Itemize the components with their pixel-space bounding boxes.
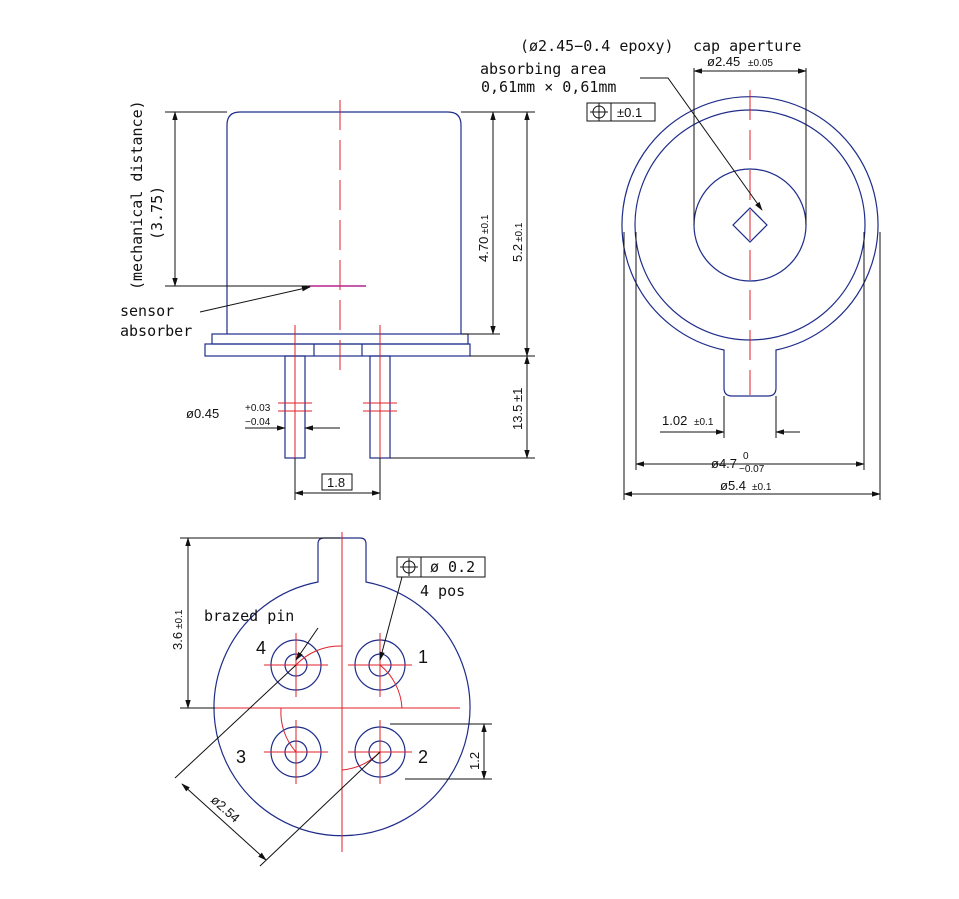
pin-spacing-box	[321, 473, 353, 491]
epoxy-note: (ø2.45−0.4 epoxy)	[520, 37, 674, 55]
positions-note: 4 pos	[420, 582, 465, 600]
mechanical-distance-label: (mechanical distance)	[128, 100, 146, 290]
position-tolerance-value: ±0.1	[617, 105, 642, 120]
cap-aperture-label: cap aperture	[693, 37, 801, 55]
base-header	[204, 343, 471, 357]
pin-diameter-value: ø0.45	[186, 406, 219, 421]
pitch-circle-dimension	[181, 783, 267, 861]
flange-diameter-tol: ±0.1	[752, 482, 772, 493]
aperture-tol: ±0.05	[748, 58, 773, 69]
cap-body	[226, 111, 462, 334]
brazed-pin-label: brazed pin	[204, 607, 294, 625]
base-height-tol: ±0.1	[174, 609, 185, 629]
bottom-view: 1 2 3 4 brazed pin ø 0.2 4 pos 3.6 ±0.1	[170, 532, 492, 867]
brazed-pin-leader	[295, 627, 319, 661]
pin-number-1: 1	[418, 647, 428, 667]
cap-diameter-tol-lower: −0.07	[739, 464, 765, 475]
tab-width-tol: ±0.1	[694, 417, 714, 428]
total-height-value: 5.2	[510, 244, 525, 262]
pin-number-2: 2	[418, 747, 428, 767]
absorbing-area-leader	[640, 77, 763, 211]
aperture-value: ø2.45	[707, 54, 740, 69]
base-outline	[213, 537, 471, 837]
pin-diameter-tol-lower: −0.04	[245, 417, 271, 428]
position-tolerance-frame: ±0.1	[586, 102, 656, 122]
mechanical-distance-value: (3.75)	[148, 186, 166, 240]
pin-pitch-value: 1.2	[467, 752, 482, 770]
pin-length-value: 13.5	[510, 405, 525, 430]
pin-position-tolerance-value: ø 0.2	[430, 558, 475, 576]
absorbing-area-label: absorbing area	[480, 60, 606, 78]
pin-number-4: 4	[256, 638, 266, 658]
pin-number-3: 3	[236, 747, 246, 767]
cap-height-tol: ±0.1	[480, 214, 491, 234]
pitch-circle-value: ø2.54	[208, 792, 243, 825]
cap-height-value: 4.70	[476, 237, 491, 262]
sensor-leader	[199, 286, 311, 313]
flange-diameter-value: ø5.4	[720, 478, 746, 493]
pin-length-tol: ±1	[510, 388, 525, 402]
top-view: (ø2.45−0.4 epoxy) cap aperture ø2.45 ±0.…	[480, 37, 881, 500]
sensor-label: sensor	[120, 302, 174, 320]
tab-width-value: 1.02	[662, 413, 687, 428]
pin-spacing-value: 1.8	[327, 475, 345, 490]
pin-tolerance-leader	[379, 576, 403, 661]
cap-diameter-tol-upper: 0	[743, 451, 749, 462]
pin-diameter-tol-upper: +0.03	[245, 403, 271, 414]
cap-diameter-value: ø4.7	[711, 456, 737, 471]
absorbing-area-size: 0,61mm × 0,61mm	[481, 78, 616, 96]
pin-break-marks	[278, 402, 397, 412]
absorber-label: absorber	[120, 322, 192, 340]
base-height-value: 3.6	[170, 632, 185, 650]
absorbing-area	[732, 207, 768, 243]
pin-position-tolerance-frame: ø 0.2 4 pos	[396, 556, 486, 600]
side-view: (mechanical distance) (3.75) sensor abso…	[120, 100, 535, 500]
total-height-tol: ±0.1	[514, 222, 525, 242]
